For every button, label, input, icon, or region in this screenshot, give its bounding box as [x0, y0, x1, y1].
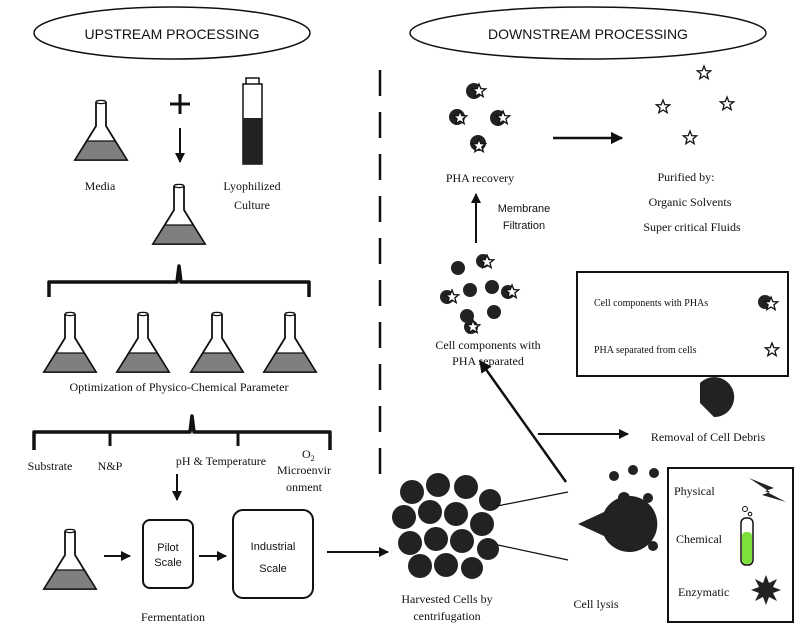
- cell-debris-icon: [700, 377, 735, 418]
- media-label: Media: [85, 179, 116, 193]
- chemical-label: Chemical: [676, 532, 723, 546]
- membrane-label-line2: Filtration: [503, 220, 545, 232]
- inoculum-flask-icon: [43, 528, 97, 590]
- harvest-label-line2: centrifugation: [413, 609, 480, 623]
- media-flask-icon: [74, 99, 128, 161]
- np-label: N&P: [98, 459, 123, 473]
- upstream-header: UPSTREAM PROCESSING: [33, 6, 311, 60]
- mixed-flask-icon: [152, 183, 206, 245]
- culture-vial-icon: [242, 77, 263, 165]
- downstream-header: DOWNSTREAM PROCESSING: [409, 6, 767, 60]
- pilot-label-line1: Pilot: [157, 542, 178, 554]
- pilot-scale-vessel: [142, 519, 194, 589]
- lysis-fragments: [609, 465, 659, 551]
- purified-pha-stars: [655, 65, 735, 145]
- fermentation-label: Fermentation: [141, 610, 205, 624]
- substrate-label: Substrate: [28, 459, 73, 473]
- purified-title: Purified by:: [658, 170, 715, 184]
- separated-components: [440, 254, 520, 334]
- arrow-to-separation: [478, 359, 568, 483]
- microenvironment-label-line1: Microenvir: [277, 463, 331, 477]
- enzyme-icon: [751, 575, 781, 605]
- cell-separated-label-line2: PHA separated: [452, 354, 524, 368]
- upstream-title: UPSTREAM PROCESSING: [84, 26, 259, 42]
- lightning-icon: [749, 478, 786, 502]
- physical-label: Physical: [674, 484, 715, 498]
- pilot-label-line2: Scale: [154, 557, 182, 569]
- optimization-flask-3-icon: [190, 311, 244, 373]
- parameters-brace: [32, 414, 332, 450]
- optimization-brace: [47, 264, 311, 297]
- harvested-cells: [392, 473, 501, 579]
- purified-method-1: Organic Solvents: [649, 195, 732, 209]
- o2-label: O2: [302, 447, 315, 463]
- removal-label: Removal of Cell Debris: [651, 430, 766, 444]
- optimization-label: Optimization of Physico-Chemical Paramet…: [70, 380, 289, 394]
- lysis-label: Cell lysis: [573, 597, 618, 611]
- microenvironment-label-line2: onment: [286, 480, 323, 494]
- test-tube-icon: [740, 506, 754, 566]
- culture-label-line2: Culture: [234, 198, 270, 212]
- enzymatic-label: Enzymatic: [678, 585, 729, 599]
- optimization-flask-1-icon: [43, 311, 97, 373]
- ph-temperature-label: pH & Temperature: [176, 454, 266, 468]
- optimization-flask-2-icon: [116, 311, 170, 373]
- industrial-scale-vessel: [232, 509, 314, 599]
- harvest-label-line1: Harvested Cells by: [401, 592, 492, 606]
- lysis-methods-box: Physical Chemical Enzymatic: [667, 467, 794, 623]
- industrial-label-line1: Industrial: [251, 541, 296, 553]
- legend-item-2-label: PHA separated from cells: [594, 345, 697, 356]
- plus-icon: [170, 94, 190, 114]
- membrane-label-line1: Membrane: [498, 203, 551, 215]
- pha-recovery-label: PHA recovery: [446, 171, 514, 185]
- lysed-cell-icon: [578, 496, 658, 552]
- downstream-title: DOWNSTREAM PROCESSING: [488, 26, 688, 42]
- legend-box: Cell components with PHAs PHA separated …: [576, 271, 789, 377]
- pha-recovery-cells: [449, 83, 511, 153]
- industrial-label-line2: Scale: [259, 563, 287, 575]
- purified-method-2: Super critical Fluids: [643, 220, 741, 234]
- legend-item-1-label: Cell components with PHAs: [594, 298, 708, 309]
- cell-separated-label-line1: Cell components with: [435, 338, 540, 352]
- optimization-flask-4-icon: [263, 311, 317, 373]
- culture-label-line1: Lyophilized: [223, 179, 280, 193]
